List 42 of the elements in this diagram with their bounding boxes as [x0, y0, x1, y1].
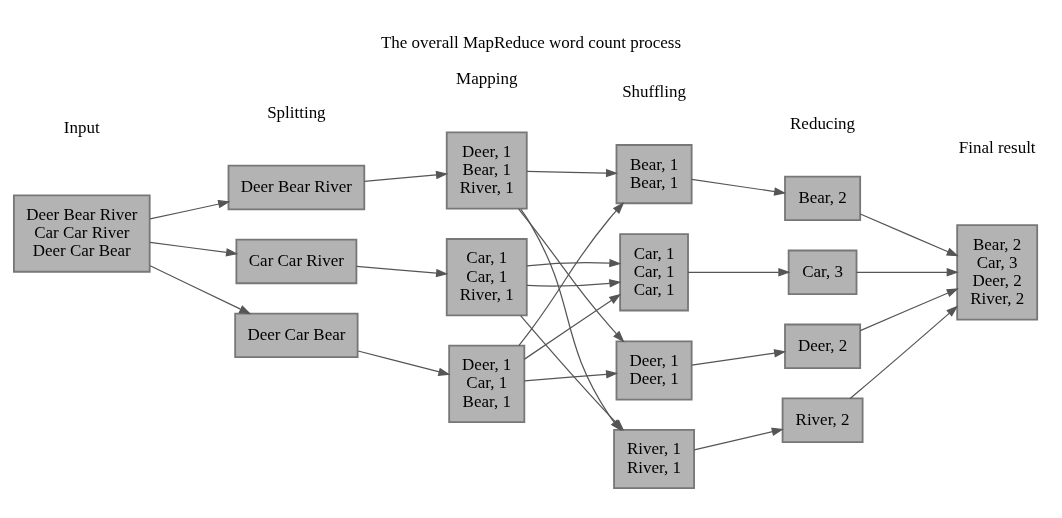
label: Input [63, 117, 100, 137]
arrow [849, 305, 959, 400]
arrow [149, 241, 239, 257]
node-box: River, 1 River, 1 [613, 429, 695, 490]
arrow [526, 168, 619, 178]
arrow [149, 265, 252, 315]
node-box: Deer Bear River Car Car River Deer Car Bear [13, 194, 151, 273]
arrow [859, 213, 959, 257]
node-box: Car, 1 Car, 1 River, 1 [445, 238, 528, 317]
label: Shuffling [622, 82, 686, 102]
node-box: Bear, 2 Car, 3 Deer, 2 River, 2 [956, 224, 1039, 321]
node-box: Deer, 1 Bear, 1 River, 1 [445, 131, 528, 210]
node-box: Deer Car Bear [234, 312, 359, 359]
node-box: Car, 1 Car, 1 Car, 1 [619, 233, 689, 312]
arrow [693, 427, 784, 451]
diagram-title: The overall MapReduce word count process [380, 33, 682, 53]
arrow [691, 348, 787, 366]
arrow [856, 268, 959, 277]
label: Mapping [456, 69, 518, 89]
arrow [691, 178, 787, 196]
arrow [687, 268, 791, 277]
arrow [355, 265, 449, 278]
arrow [357, 350, 451, 376]
arrow [526, 258, 622, 268]
label: Reducing [790, 113, 856, 133]
node-box: River, 2 [781, 397, 864, 443]
label: Final result [958, 138, 1036, 158]
arrow [523, 370, 619, 382]
arrow [523, 293, 622, 360]
node-box: Deer, 1 Deer, 1 [615, 340, 693, 401]
arrow [149, 200, 231, 220]
node-box: Deer, 2 [784, 323, 862, 370]
node-box: Car, 3 [787, 249, 858, 296]
node-box: Bear, 2 [784, 175, 862, 222]
node-box: Deer Bear River [227, 164, 366, 211]
arrow [363, 170, 449, 183]
node-box: Car Car River [235, 238, 358, 285]
node-box: Deer, 1 Car, 1 Bear, 1 [448, 344, 526, 423]
arrow [859, 288, 959, 332]
label: Splitting [267, 102, 326, 122]
node-box: Bear, 1 Bear, 1 [615, 144, 693, 205]
arrow [526, 279, 622, 288]
